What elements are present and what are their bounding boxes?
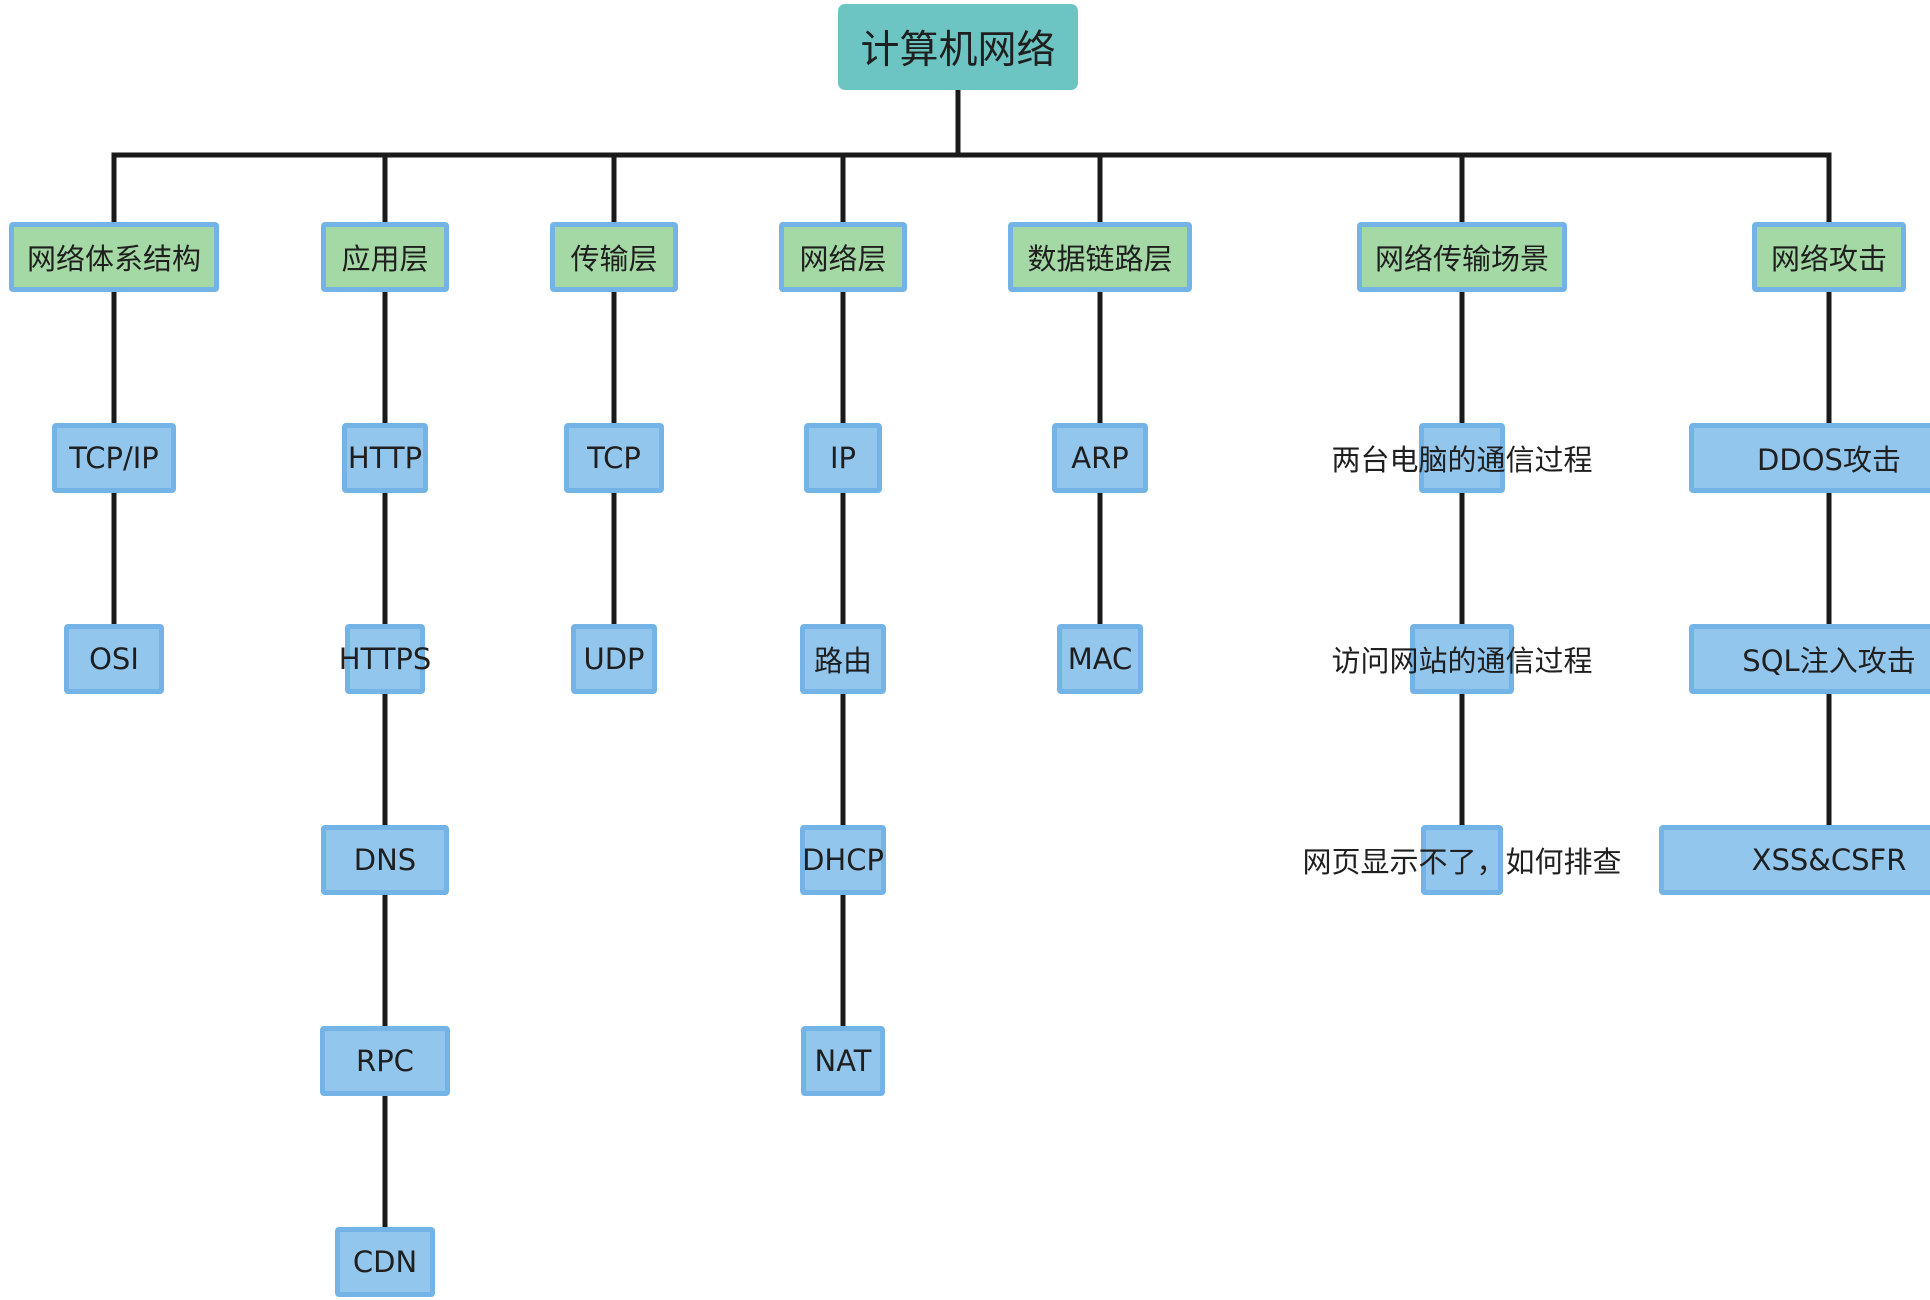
topic-node[interactable]: NAT (801, 1026, 885, 1096)
topic-node[interactable]: TCP/IP (52, 423, 176, 493)
topic-node[interactable]: TCP (564, 423, 664, 493)
topic-node[interactable]: HTTPS (339, 624, 431, 694)
category-node[interactable]: 应用层 (321, 222, 449, 292)
topic-node[interactable]: HTTP (342, 423, 428, 493)
topic-node[interactable]: OSI (64, 624, 164, 694)
topic-node[interactable]: DNS (321, 825, 449, 895)
category-node[interactable]: 传输层 (550, 222, 678, 292)
topic-node[interactable]: IP (804, 423, 882, 493)
topic-node[interactable]: ARP (1052, 423, 1148, 493)
topic-node[interactable]: UDP (571, 624, 657, 694)
topic-node[interactable]: RPC (320, 1026, 450, 1096)
topic-node[interactable]: 路由 (800, 624, 886, 694)
category-node[interactable]: 网络层 (779, 222, 907, 292)
topic-node[interactable]: MAC (1057, 624, 1143, 694)
topic-node[interactable]: 访问网站的通信过程 (1332, 624, 1593, 694)
topic-node[interactable]: SQL注入攻击 (1689, 624, 1930, 694)
root-node[interactable]: 计算机网络 (838, 4, 1078, 90)
category-node[interactable]: 网络体系结构 (9, 222, 219, 292)
category-node[interactable]: 数据链路层 (1008, 222, 1192, 292)
topic-node[interactable]: 网页显示不了，如何排查 (1303, 825, 1622, 895)
topic-node[interactable]: CDN (335, 1227, 435, 1297)
topic-node[interactable]: XSS&CSFR (1659, 825, 1930, 895)
topic-node[interactable]: DHCP (800, 825, 886, 895)
topic-node[interactable]: DDOS攻击 (1689, 423, 1930, 493)
category-node[interactable]: 网络传输场景 (1357, 222, 1567, 292)
category-node[interactable]: 网络攻击 (1752, 222, 1906, 292)
topic-node[interactable]: 两台电脑的通信过程 (1332, 423, 1593, 493)
